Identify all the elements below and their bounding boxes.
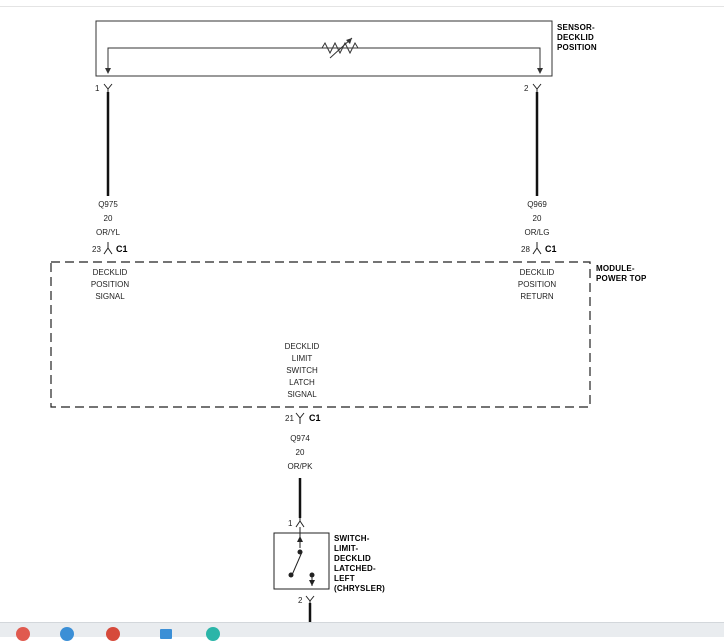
- app-icon-3[interactable]: [206, 627, 220, 641]
- sensor-pin-2-label: 2: [524, 84, 529, 93]
- signal-line: DECKLID: [519, 268, 555, 277]
- taskbar: [0, 622, 724, 641]
- wire-color: OR/PK: [287, 462, 313, 471]
- sensor-pin-1-connector: [103, 83, 113, 93]
- wire-color: OR/LG: [524, 228, 550, 237]
- switch-title-line: LEFT: [334, 574, 355, 583]
- module-c1-left-pin: 23: [92, 245, 101, 254]
- wire-circuit: Q974: [290, 434, 310, 443]
- signal-line: POSITION: [517, 280, 557, 289]
- module-box: [50, 261, 591, 408]
- switch-pin-1-label: 1: [288, 519, 293, 528]
- signal-line: DECKLID: [92, 268, 128, 277]
- signal-line: POSITION: [90, 280, 130, 289]
- sensor-box: [95, 20, 553, 77]
- wire-right-label: Q969 20 OR/LG: [517, 200, 557, 238]
- top-divider: [0, 6, 724, 7]
- browser-icon[interactable]: [16, 627, 30, 641]
- module-c1-bottom-pin: 21: [285, 414, 294, 423]
- signal-line: LATCH: [289, 378, 315, 387]
- wire-left-label: Q975 20 OR/YL: [88, 200, 128, 238]
- app-icon[interactable]: [106, 627, 120, 641]
- resistor-arrowhead: [346, 38, 352, 44]
- switch-arrow-down: [309, 580, 315, 586]
- sensor-arrow-right: [537, 68, 543, 74]
- wire-circuit: Q975: [98, 200, 118, 209]
- sensor-title: SENSOR- DECKLID POSITION: [557, 23, 597, 53]
- sensor-title-line: POSITION: [557, 43, 597, 52]
- resistor-symbol: [318, 41, 362, 55]
- switch-title-line: LIMIT-: [334, 544, 359, 553]
- switch-title-line: LATCHED-: [334, 564, 376, 573]
- sensor-internal-rail: [107, 47, 541, 73]
- sensor-title-line: SENSOR-: [557, 23, 595, 32]
- module-title-line: POWER TOP: [596, 274, 647, 283]
- module-center-signal: DECKLID LIMIT SWITCH LATCH SIGNAL: [276, 342, 328, 400]
- switch-title-line: (CHRYSLER): [334, 584, 386, 593]
- sensor-arrow-left: [105, 68, 111, 74]
- module-title: MODULE- POWER TOP: [596, 264, 647, 284]
- sensor-title-line: DECKLID: [557, 33, 594, 42]
- switch-box: [273, 532, 330, 590]
- wire-gauge: 20: [295, 448, 305, 457]
- module-c1-right-pin: 28: [521, 245, 530, 254]
- switch-blade: [291, 551, 303, 576]
- switch-title-line: SWITCH-: [334, 534, 370, 543]
- switch-title-line: DECKLID: [334, 554, 371, 563]
- signal-line: SIGNAL: [287, 390, 317, 399]
- wire-gauge: 20: [103, 214, 113, 223]
- wire-gauge: 20: [532, 214, 542, 223]
- app-icon-2[interactable]: [160, 629, 172, 639]
- browser-icon-2[interactable]: [60, 627, 74, 641]
- module-c1-right-name: C1: [545, 244, 557, 254]
- wire-bottom-label: Q974 20 OR/PK: [280, 434, 320, 472]
- module-c1-bottom-name: C1: [309, 413, 321, 423]
- sensor-pin-2-connector: [532, 83, 542, 93]
- signal-line: DECKLID: [284, 342, 320, 351]
- module-right-signal: DECKLID POSITION RETURN: [511, 268, 563, 302]
- signal-line: SIGNAL: [95, 292, 125, 301]
- module-c1-right-connector: [532, 242, 542, 255]
- switch-arrow-up: [297, 536, 303, 542]
- module-c1-left-connector: [103, 242, 113, 255]
- signal-line: RETURN: [520, 292, 554, 301]
- wire-circuit: Q969: [527, 200, 547, 209]
- module-title-line: MODULE-: [596, 264, 635, 273]
- module-c1-left-name: C1: [116, 244, 128, 254]
- switch-contact-pivot: [288, 572, 294, 578]
- signal-line: LIMIT: [291, 354, 313, 363]
- switch-title: SWITCH- LIMIT- DECKLID LATCHED- LEFT (CH…: [334, 534, 385, 594]
- switch-pin-2-label: 2: [298, 596, 303, 605]
- sensor-pin-1-label: 1: [95, 84, 100, 93]
- module-left-signal: DECKLID POSITION SIGNAL: [84, 268, 136, 302]
- switch-pin-1-connector: [295, 518, 305, 528]
- wire-color: OR/YL: [95, 228, 120, 237]
- module-c1-bottom-connector: [295, 412, 305, 424]
- signal-line: SWITCH: [286, 366, 318, 375]
